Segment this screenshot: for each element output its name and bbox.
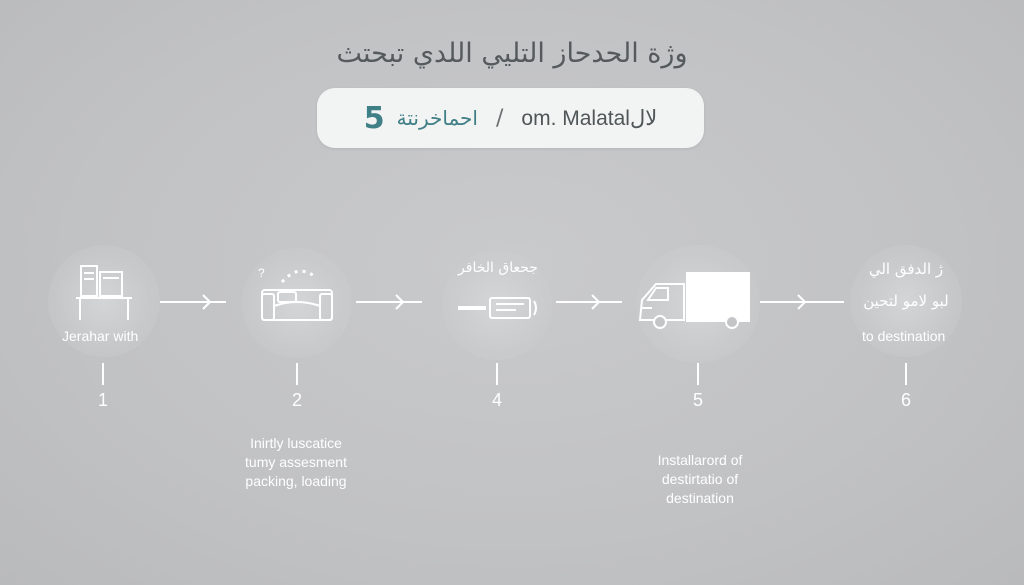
sofa-icon: ? bbox=[258, 266, 333, 321]
step-tick bbox=[496, 363, 498, 385]
pill-arabic-text: احماخرنتة bbox=[396, 106, 478, 130]
moving-truck-icon bbox=[638, 272, 750, 329]
step-tick bbox=[905, 363, 907, 385]
step-number-6: 6 bbox=[900, 390, 911, 410]
step-5-description-line: destirtatio of bbox=[661, 471, 739, 487]
stage-3-label: جحعاق الخافر bbox=[458, 260, 538, 276]
arrow-right-icon bbox=[760, 294, 844, 310]
question-marks: ? bbox=[258, 266, 265, 280]
step-2-description-line: Inirtly luscatice bbox=[250, 435, 342, 451]
step-5-description: Installarord of destirtatio of destinati… bbox=[630, 451, 770, 508]
pill-number: 5 bbox=[363, 100, 385, 136]
step-number-5: 5 bbox=[692, 390, 703, 410]
step-number-4: 4 bbox=[491, 390, 502, 410]
stage-5-label-line-3: to destination bbox=[862, 328, 946, 344]
stage-5-label-line-1: ژ الدفق الي bbox=[868, 260, 944, 278]
stage-1-label: Jerahar with bbox=[62, 328, 139, 344]
pill-separator: / bbox=[495, 105, 504, 131]
step-2-description: Inirtly luscatice tumy assesment packing… bbox=[226, 434, 366, 491]
pill-latin-text: om. Malatalلال bbox=[521, 106, 658, 130]
step-tick bbox=[296, 363, 298, 385]
step-2-description-line: packing, loading bbox=[245, 473, 347, 489]
arrow-right-icon bbox=[160, 294, 226, 310]
step-count-pill: 5 احماخرنتة / om. Malatalلال bbox=[317, 88, 704, 148]
stage-5-label-line-2: لبو لامو لتحين bbox=[863, 292, 949, 310]
furniture-desk-icon bbox=[76, 265, 132, 320]
step-tick bbox=[697, 363, 699, 385]
page-title: وژة الحدحاز التليي اللدي تبحتث bbox=[336, 38, 688, 69]
step-2-description-line: tumy assesment bbox=[245, 454, 347, 470]
arrow-right-icon bbox=[556, 294, 622, 310]
stage-5-glow bbox=[850, 245, 962, 357]
scanner-icon bbox=[458, 297, 537, 319]
step-5-description-line: Installarord of bbox=[657, 452, 743, 468]
step-5-description-line: destination bbox=[666, 490, 734, 506]
stage-1-glow bbox=[48, 245, 160, 357]
step-tick bbox=[102, 363, 104, 385]
step-number-1: 1 bbox=[97, 390, 108, 410]
step-number-2: 2 bbox=[291, 390, 302, 410]
arrow-right-icon bbox=[356, 294, 422, 310]
